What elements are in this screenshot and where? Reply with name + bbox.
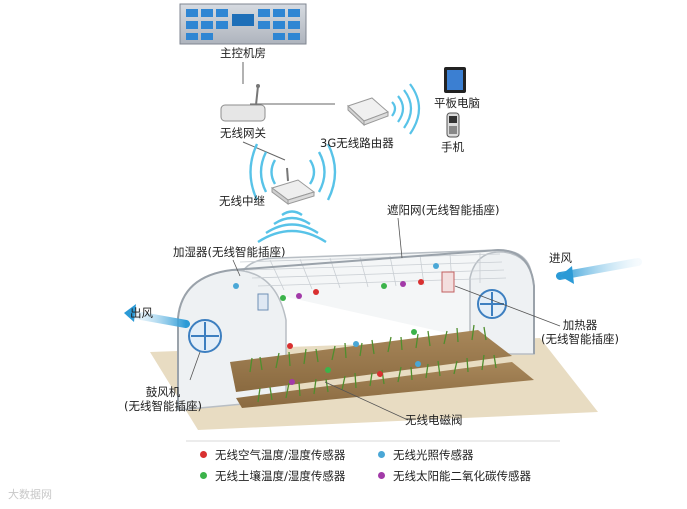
router-label: 3G无线路由器 xyxy=(320,136,394,150)
relay-device xyxy=(272,168,314,204)
valve-label: 无线电磁阀 xyxy=(405,413,463,427)
tablet-label: 平板电脑 xyxy=(434,96,480,110)
air-out-label: 出风 xyxy=(130,306,153,320)
legend-item-co2-sensor: 无线太阳能二氧化碳传感器 xyxy=(378,469,531,483)
heater-device xyxy=(442,272,454,292)
purple-dot-icon xyxy=(378,472,385,479)
legend-label: 无线光照传感器 xyxy=(393,448,474,462)
legend-label: 无线土壤温度/湿度传感器 xyxy=(215,469,345,483)
blower-label-line1: 鼓风机 xyxy=(108,385,218,399)
shade-net-label: 遮阳网(无线智能插座) xyxy=(387,203,499,217)
heater-label-line1: 加热器 xyxy=(525,318,635,332)
blower-label: 鼓风机 (无线智能插座) xyxy=(108,385,218,413)
watermark: 大数据网 xyxy=(8,486,52,502)
legend-label: 无线太阳能二氧化碳传感器 xyxy=(393,469,531,483)
router-device xyxy=(348,98,388,125)
control-room-label: 主控机房 xyxy=(213,46,273,60)
heater-label: 加热器 (无线智能插座) xyxy=(525,318,635,346)
control-room-building xyxy=(180,4,306,44)
blue-dot-icon xyxy=(378,451,385,458)
red-dot-icon xyxy=(200,451,207,458)
air-in-label: 进风 xyxy=(549,251,572,265)
phone-icon xyxy=(447,113,459,137)
legend-item-air-sensor: 无线空气温度/湿度传感器 xyxy=(200,448,345,462)
blower-fan xyxy=(189,320,221,352)
router-wifi-waves xyxy=(392,84,419,134)
gateway-label: 无线网关 xyxy=(211,126,275,140)
humidifier-device xyxy=(258,294,268,310)
heater-label-line2: (无线智能插座) xyxy=(525,332,635,346)
tablet-icon xyxy=(444,67,466,93)
green-dot-icon xyxy=(200,472,207,479)
humidifier-label: 加湿器(无线智能插座) xyxy=(173,245,285,259)
gateway-device xyxy=(221,84,265,121)
legend-label: 无线空气温度/湿度传感器 xyxy=(215,448,345,462)
relay-label: 无线中继 xyxy=(219,194,265,208)
air-in-arrow xyxy=(560,262,638,284)
legend-item-light-sensor: 无线光照传感器 xyxy=(378,448,474,462)
legend-item-soil-sensor: 无线土壤温度/湿度传感器 xyxy=(200,469,345,483)
phone-label: 手机 xyxy=(441,140,464,154)
blower-label-line2: (无线智能插座) xyxy=(108,399,218,413)
